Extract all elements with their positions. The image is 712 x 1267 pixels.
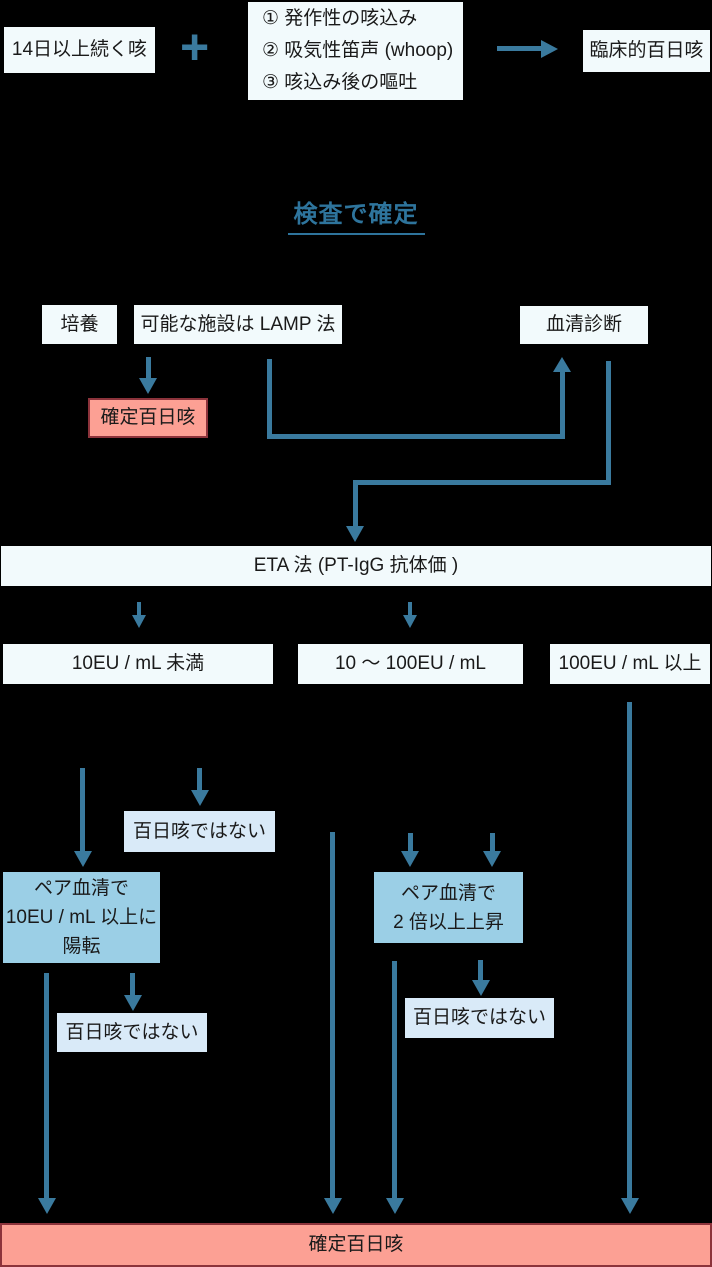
pair-serum-mid-line: 2 倍以上上昇 [393, 911, 504, 933]
eta-method-label: ETA 法 (PT-IgG 抗体価 ) [253, 555, 459, 577]
arrow-down-head-icon [324, 1198, 342, 1214]
pair-serum-low-line: 10EU / mL 以上に [5, 907, 158, 928]
arrow-down-head-icon [139, 378, 157, 394]
connector-serology-to-eta [353, 485, 358, 528]
symptom-item: ③ 咳込み後の嘔吐 [262, 72, 418, 93]
not-pertussis-box-3: 百日咳ではない [405, 998, 554, 1038]
symptom-item: ② 吸気性笛声 (whoop) [262, 40, 454, 61]
arrow-down-head-icon [403, 615, 417, 628]
arrow-down-head-icon [132, 615, 146, 628]
serology-box: 血清診断 [520, 306, 648, 344]
connector-lamp-to-serology [267, 359, 272, 439]
arrow-down-icon [146, 357, 151, 381]
arrow-down-icon [627, 702, 632, 1201]
arrow-down-icon [80, 768, 85, 854]
serology-label: 血清診断 [545, 314, 622, 336]
pair-serum-mid-line: ペア血清で [400, 882, 496, 904]
clinical-pertussis-label: 臨床的百日咳 [589, 40, 704, 62]
not-pertussis-label: 百日咳ではない [412, 1007, 546, 1029]
not-pertussis-label: 百日咳ではない [65, 1021, 199, 1043]
not-pertussis-label: 百日咳ではない [132, 820, 266, 842]
connector-serology-to-eta [353, 480, 611, 485]
arrow-down-head-icon [386, 1198, 404, 1214]
pair-serum-low-box: ペア血清で 10EU / mL 以上に 陽転 [3, 872, 160, 963]
eta-method-box: ETA 法 (PT-IgG 抗体価 ) [1, 546, 711, 586]
arrow-right-head-icon [541, 40, 558, 58]
not-pertussis-box-2: 百日咳ではない [57, 1013, 207, 1052]
confirmed-pertussis-label: 確定百日咳 [100, 407, 196, 429]
section-title-text: 検査で確定 [287, 194, 425, 235]
arrow-down-icon [44, 973, 49, 1201]
arrow-down-head-icon [621, 1198, 639, 1214]
arrow-down-icon [197, 768, 202, 792]
arrow-down-head-icon [191, 790, 209, 806]
cough-duration-box: 14日以上続く咳 [4, 27, 155, 73]
cough-duration-label: 14日以上続く咳 [11, 39, 148, 61]
range-mid-box: 10 〜 100EU / mL [298, 644, 523, 684]
symptoms-box: ① 発作性の咳込み ② 吸気性笛声 (whoop) ③ 咳込み後の嘔吐 [248, 2, 463, 100]
arrow-down-head-icon [74, 851, 92, 867]
arrow-down-icon [392, 961, 397, 1201]
connector-lamp-to-serology [267, 434, 565, 439]
arrow-up-head-icon [553, 357, 571, 372]
range-mid-label: 10 〜 100EU / mL [334, 653, 487, 675]
final-confirmed-label: 確定百日咳 [308, 1234, 404, 1256]
arrow-down-icon [408, 602, 412, 618]
arrow-down-icon [408, 833, 413, 853]
arrow-down-head-icon [346, 526, 364, 542]
lamp-label: 可能な施設は LAMP 法 [140, 313, 336, 335]
confirmed-pertussis-box: 確定百日咳 [88, 398, 208, 438]
arrow-down-icon [478, 960, 483, 982]
final-confirmed-box: 確定百日咳 [0, 1223, 712, 1267]
clinical-pertussis-box: 臨床的百日咳 [583, 30, 710, 72]
pair-serum-mid-box: ペア血清で 2 倍以上上昇 [374, 872, 523, 943]
range-high-label: 100EU / mL 以上 [558, 653, 702, 675]
symptom-item: ① 発作性の咳込み [262, 8, 418, 29]
culture-label: 培養 [60, 313, 99, 335]
connector-serology-to-eta [606, 361, 611, 485]
arrow-down-icon [490, 833, 495, 853]
arrow-down-head-icon [38, 1198, 56, 1214]
arrow-right-icon [497, 46, 543, 51]
range-low-box: 10EU / mL 未満 [3, 644, 273, 684]
culture-box: 培養 [42, 305, 117, 344]
arrow-down-icon [130, 973, 135, 997]
range-high-box: 100EU / mL 以上 [550, 644, 710, 684]
pair-serum-low-line: 陽転 [62, 936, 101, 957]
arrow-down-head-icon [124, 995, 142, 1011]
connector-lamp-to-serology [560, 371, 565, 439]
section-title: 検査で確定 [0, 194, 712, 235]
arrow-down-icon [330, 832, 335, 1201]
arrow-down-head-icon [401, 851, 419, 867]
arrow-down-head-icon [472, 980, 490, 996]
lamp-box: 可能な施設は LAMP 法 [134, 305, 342, 344]
arrow-down-head-icon [483, 851, 501, 867]
arrow-down-icon [137, 602, 141, 618]
range-low-label: 10EU / mL 未満 [71, 653, 205, 675]
plus-icon: + [180, 19, 210, 75]
not-pertussis-box-1: 百日咳ではない [124, 811, 275, 852]
pair-serum-low-line: ペア血清で [33, 878, 129, 899]
